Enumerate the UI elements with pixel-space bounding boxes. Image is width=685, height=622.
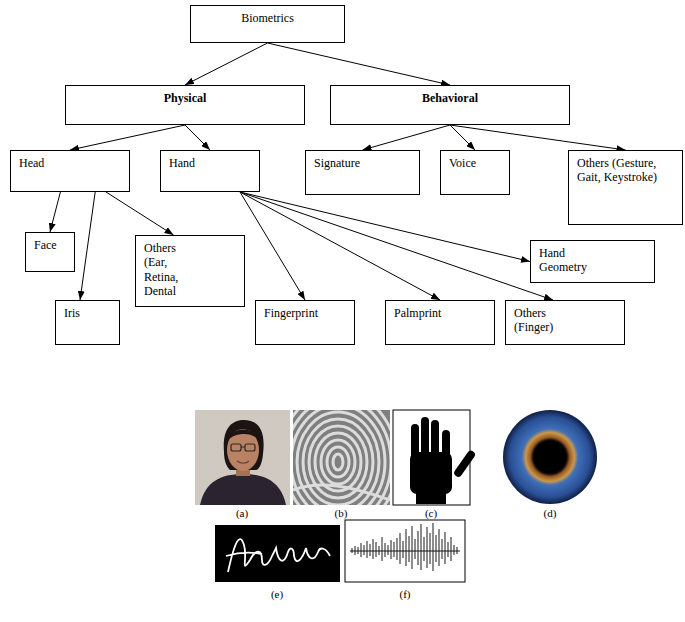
tree-arrow — [80, 192, 95, 300]
hand-thumb — [453, 449, 477, 478]
iris-image — [485, 410, 615, 505]
face-head — [227, 429, 259, 471]
tree-arrow — [70, 125, 185, 150]
category-box: Hand Geometry — [530, 240, 655, 283]
hand-finger — [421, 417, 429, 459]
figure-label: (e) — [257, 588, 297, 601]
fingerprint-ridge — [315, 433, 361, 491]
category-box: Iris — [55, 300, 120, 345]
box-label: Fingerprint — [264, 306, 318, 320]
tree-arrow — [268, 43, 451, 85]
face-hair — [224, 420, 264, 470]
fingerprint-ridge — [327, 447, 349, 477]
tree-arrow — [240, 192, 440, 300]
figure-label: (f) — [385, 588, 425, 601]
category-box: Hand — [160, 150, 260, 192]
category-box: Fingerprint — [255, 300, 355, 345]
voice-image — [345, 520, 465, 582]
tree-arrow — [106, 192, 174, 235]
hand-wrist — [416, 488, 446, 504]
iris-pupil — [534, 441, 566, 473]
face-mouth — [237, 461, 249, 463]
fingerprint-ridges — [293, 410, 390, 505]
signature-image — [215, 525, 340, 582]
box-label: Palmprint — [394, 306, 441, 320]
tree-arrow — [50, 192, 60, 232]
face-glasses — [231, 444, 241, 451]
category-box: Signature — [305, 150, 420, 195]
iris-eye — [503, 410, 597, 504]
figure-label: (a) — [222, 507, 262, 520]
box-label: Face — [34, 238, 57, 252]
tree-arrow — [240, 192, 530, 262]
figure-label: (c) — [411, 507, 451, 520]
voice-waveform — [350, 523, 460, 571]
box-label: Hand Geometry — [539, 246, 609, 275]
category-box: Others (Ear, Retina, Dental — [135, 235, 245, 307]
hand-finger — [411, 424, 419, 462]
hand-image — [393, 410, 470, 505]
category-box: Behavioral — [330, 85, 570, 125]
figure-label: (d) — [530, 507, 570, 520]
box-label: Behavioral — [422, 91, 478, 105]
tree-arrow — [185, 43, 268, 85]
face-photo — [195, 410, 290, 505]
box-label: Hand — [169, 156, 195, 170]
box-label: Head — [19, 156, 44, 170]
category-box: Biometrics — [190, 5, 345, 43]
category-box: Physical — [65, 85, 305, 125]
tree-arrow — [185, 125, 210, 150]
box-label: Others (Finger) — [514, 306, 574, 335]
fingerprint-ridge — [293, 485, 390, 500]
box-label: Others (Gesture, Gait, Keystroke) — [577, 156, 672, 185]
face-glasses — [241, 447, 245, 448]
face-clothing — [200, 474, 286, 505]
tree-arrow — [450, 125, 475, 150]
face-glasses — [245, 444, 255, 451]
face-fringe — [228, 430, 259, 441]
fingerprint-image — [293, 410, 390, 505]
category-box: Head — [10, 150, 130, 192]
box-label: Iris — [64, 306, 80, 320]
hand-silhouette — [410, 417, 476, 504]
category-box: Face — [25, 232, 75, 272]
fingerprint-ridge — [333, 454, 343, 470]
tree-arrow — [240, 192, 305, 300]
tree-arrow — [450, 125, 626, 150]
signature-stroke — [226, 539, 330, 572]
tree-arrow — [240, 192, 553, 300]
box-label: Signature — [314, 156, 360, 170]
hand-finger — [431, 420, 439, 460]
box-label: Others (Ear, Retina, Dental — [144, 241, 199, 299]
category-box: Palmprint — [385, 300, 495, 345]
fingerprint-ridge — [321, 440, 355, 484]
tree-arrow — [363, 125, 451, 150]
figure-label: (b) — [321, 507, 361, 520]
category-box: Voice — [440, 150, 510, 195]
fingerprint-ridge — [293, 410, 385, 505]
box-label: Voice — [449, 156, 476, 170]
fingerprint-ridge — [293, 410, 390, 505]
category-box: Others (Finger) — [505, 300, 625, 345]
category-box: Others (Gesture, Gait, Keystroke) — [568, 150, 683, 225]
fingerprint-ridge — [293, 410, 390, 505]
box-label: Biometrics — [241, 11, 294, 25]
hand-finger — [442, 430, 450, 462]
box-label: Physical — [164, 91, 207, 105]
